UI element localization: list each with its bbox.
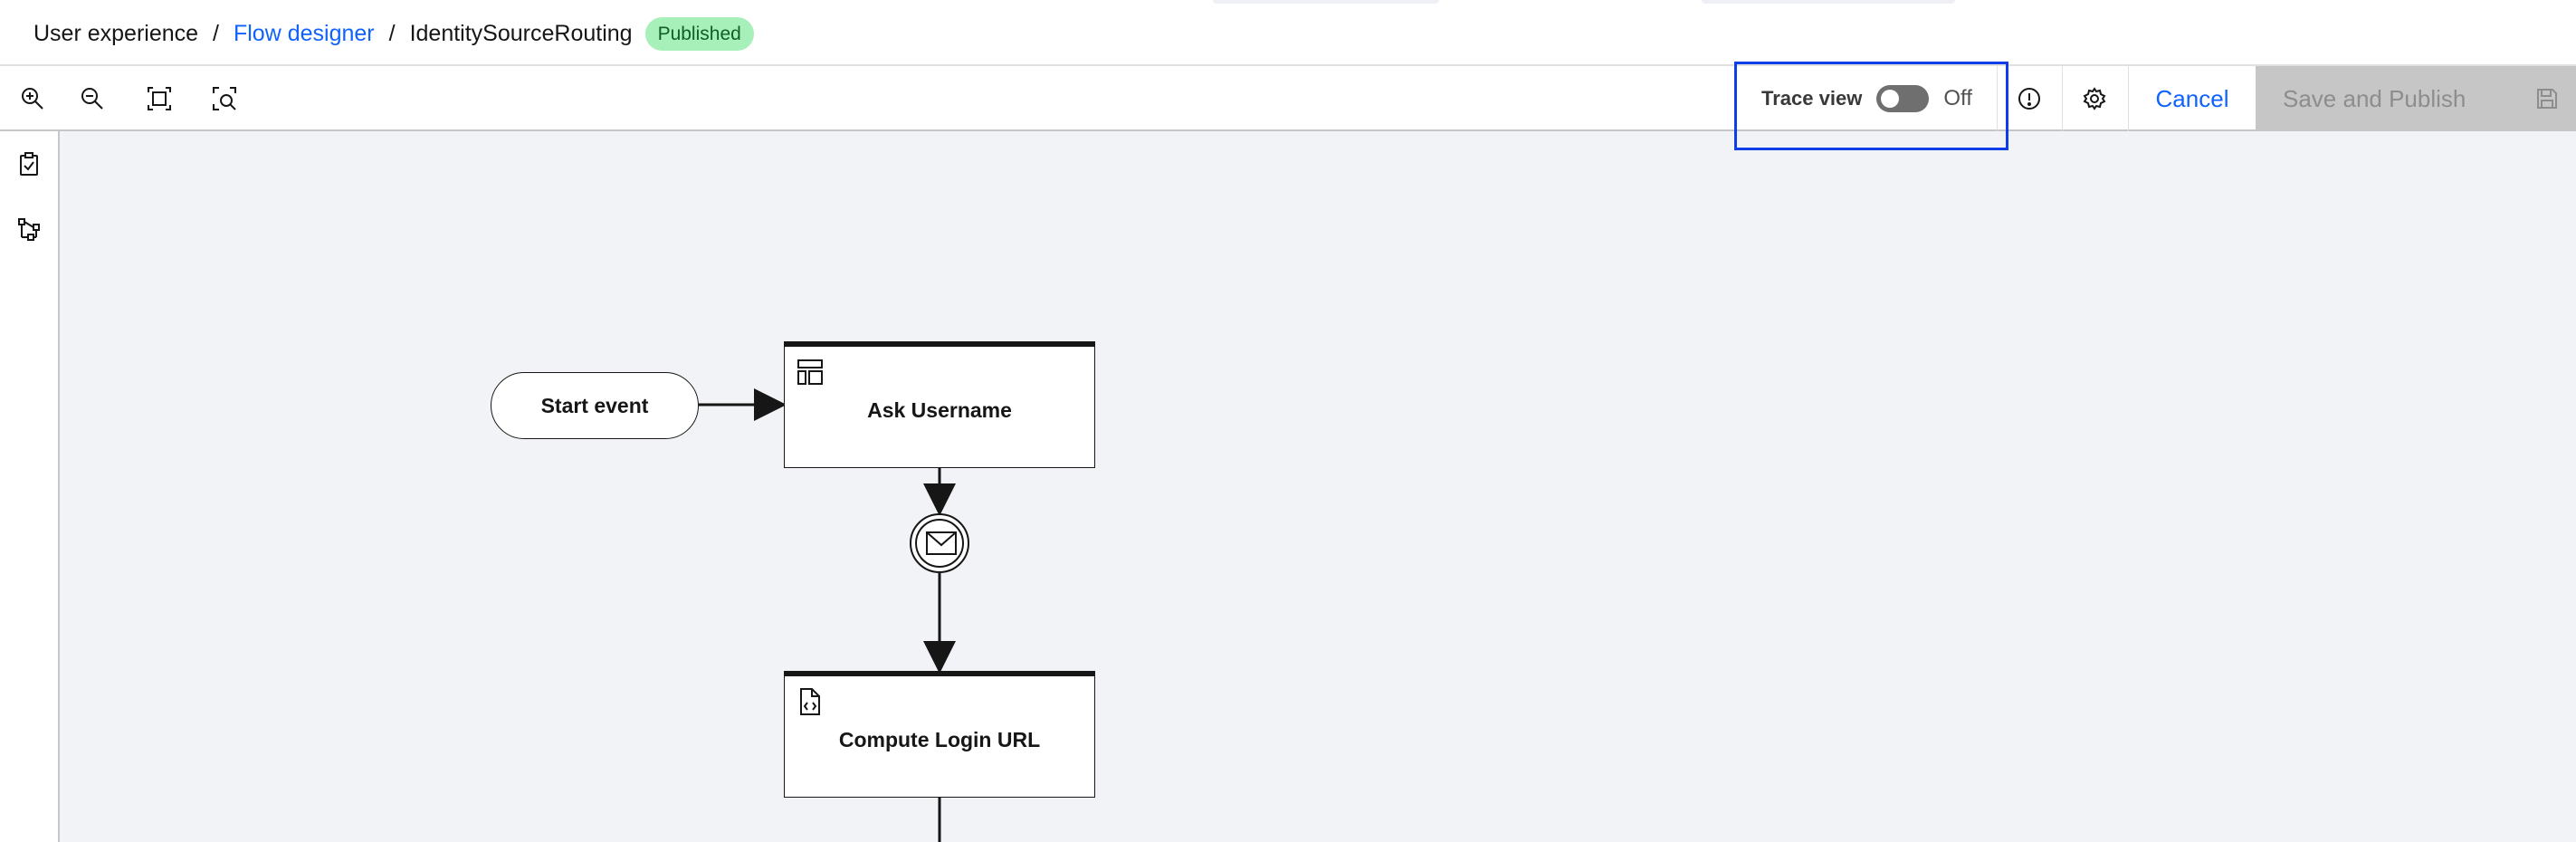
start-event-node[interactable]: Start event bbox=[491, 372, 699, 439]
compute-login-url-node[interactable]: Compute Login URL bbox=[784, 671, 1095, 798]
flow-canvas[interactable]: Start event Ask Username Compute Login U… bbox=[60, 131, 2576, 842]
warning-circle-icon bbox=[2018, 88, 2040, 110]
zoom-in-icon bbox=[22, 88, 43, 110]
trace-view-toggle[interactable] bbox=[1876, 85, 1930, 112]
zoom-area-icon bbox=[213, 87, 236, 110]
message-event-node[interactable] bbox=[910, 513, 969, 573]
ask-username-node[interactable]: Ask Username bbox=[784, 341, 1095, 468]
breadcrumb-flow-designer-link[interactable]: Flow designer bbox=[233, 20, 375, 46]
trace-view-label: Trace view bbox=[1761, 87, 1863, 110]
flow-connection-icon bbox=[18, 218, 40, 241]
toolbar-divider bbox=[2128, 66, 2129, 131]
cancel-button[interactable]: Cancel bbox=[2155, 84, 2229, 112]
background-tab-shadow bbox=[1702, 0, 1955, 4]
page-layout-icon bbox=[797, 359, 823, 385]
save-icon bbox=[2537, 89, 2557, 109]
flow-connectors bbox=[699, 388, 956, 842]
breadcrumb-current: IdentitySourceRouting bbox=[409, 20, 633, 46]
page-header: User experience / Flow designer / Identi… bbox=[0, 0, 2576, 66]
breadcrumb-root[interactable]: User experience bbox=[33, 20, 199, 46]
breadcrumb-separator: / bbox=[213, 20, 219, 46]
breadcrumb: User experience / Flow designer / Identi… bbox=[33, 13, 754, 54]
zoom-area-button[interactable] bbox=[192, 66, 257, 131]
settings-button[interactable] bbox=[2062, 66, 2127, 131]
envelope-icon bbox=[926, 531, 957, 555]
zoom-out-icon bbox=[81, 88, 103, 110]
left-rail bbox=[0, 131, 60, 842]
status-badge: Published bbox=[644, 16, 754, 51]
rail-item-flow-map[interactable] bbox=[0, 196, 58, 262]
script-file-icon bbox=[800, 688, 820, 715]
checklist-icon bbox=[20, 152, 38, 176]
save-and-publish-button[interactable]: Save and Publish bbox=[2256, 66, 2576, 131]
save-and-publish-label: Save and Publish bbox=[2283, 84, 2466, 112]
issues-button[interactable] bbox=[1997, 66, 2062, 131]
trace-view-state: Off bbox=[1943, 86, 1972, 110]
compute-login-url-label: Compute Login URL bbox=[838, 727, 1041, 751]
breadcrumb-separator: / bbox=[388, 20, 396, 46]
zoom-in-button[interactable] bbox=[0, 66, 65, 131]
zoom-out-button[interactable] bbox=[60, 66, 125, 131]
rail-item-validate[interactable] bbox=[0, 131, 58, 196]
fit-to-screen-icon bbox=[148, 87, 171, 110]
designer-toolbar: Trace view Off Cancel Save and Publish bbox=[0, 66, 2576, 131]
background-tab-shadow bbox=[1213, 0, 1439, 4]
message-event-inner-ring bbox=[915, 519, 964, 568]
toolbar-divider bbox=[1997, 66, 1998, 131]
gear-icon bbox=[2083, 87, 2106, 110]
toolbar-divider bbox=[2062, 66, 2063, 131]
ask-username-label: Ask Username bbox=[867, 397, 1012, 422]
trace-view-control: Trace view Off bbox=[1761, 66, 1972, 131]
toggle-knob bbox=[1881, 90, 1900, 108]
fit-to-screen-button[interactable] bbox=[127, 66, 192, 131]
